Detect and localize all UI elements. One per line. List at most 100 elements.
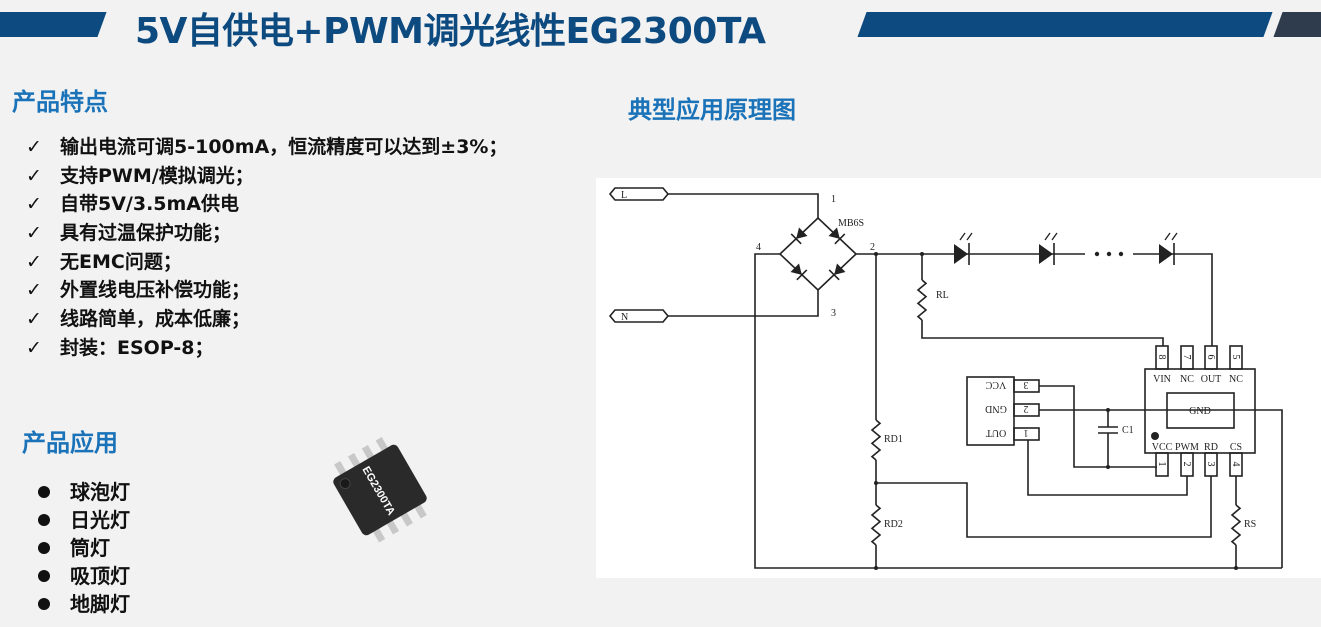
resistor-rd2 [870, 504, 882, 546]
features-heading: 产品特点 [12, 88, 108, 116]
connector-pin-label: OUT [986, 427, 1007, 438]
led-2 [1039, 244, 1053, 264]
application-item: 地脚灯 [38, 590, 130, 618]
led-3-light [1164, 232, 1178, 241]
diode-bar [834, 233, 846, 245]
ellipsis-dot [1106, 251, 1112, 257]
label-rd1: RD1 [884, 434, 903, 445]
application-item: 球泡灯 [38, 478, 130, 506]
check-icon: ✓ [26, 193, 42, 216]
ellipsis-dot [1118, 251, 1124, 257]
ic-pin-number: 7 [1181, 355, 1192, 360]
bullet-icon [38, 597, 50, 610]
application-text: 吸顶灯 [70, 564, 130, 588]
ic-bottom-pin [1155, 452, 1169, 477]
check-icon: ✓ [26, 336, 42, 359]
led-2-light [1044, 232, 1058, 241]
wire-rd [876, 476, 1212, 538]
ic-top-pin-label: NC [1180, 374, 1194, 385]
feature-text: 封装：ESOP-8； [60, 336, 214, 359]
ic-bottom-pin-label: VCC [1152, 442, 1173, 453]
connector-pin-label: GND [985, 403, 1007, 414]
bridge-diode [828, 263, 846, 281]
application-item: 筒灯 [38, 534, 130, 562]
ic-pin-number: 4 [1230, 462, 1241, 467]
application-text: 日光灯 [70, 508, 130, 532]
bullet-icon [38, 513, 50, 526]
resistor-rl [916, 279, 928, 321]
feature-item: ✓ 输出电流可调5-100mA，恒流精度可以达到±3%； [26, 133, 507, 162]
connector-pin [1013, 427, 1040, 441]
label-rd2: RD2 [884, 519, 903, 530]
check-icon: ✓ [26, 250, 42, 273]
label-rs: RS [1244, 519, 1256, 530]
led-3 [1159, 244, 1173, 264]
wire-rl [921, 320, 1164, 346]
check-icon: ✓ [26, 279, 42, 302]
feature-text: 具有过温保护功能； [60, 222, 232, 245]
junction-dot [1106, 408, 1110, 412]
chip-image: EG2300TA [333, 437, 427, 543]
wire-vcc [1039, 385, 1157, 468]
bullet-icon [38, 569, 50, 582]
ic-bottom-pin-label: CS [1230, 442, 1242, 453]
ic-bottom-pin-label: RD [1204, 442, 1218, 453]
page-title: 5V自供电+PWM调光线性EG2300TA [135, 11, 766, 52]
ic-top-pin [1180, 345, 1194, 370]
junction-dot [874, 566, 878, 570]
junction-dot [1234, 566, 1238, 570]
wire-n [668, 290, 819, 317]
ic-gnd-label: GND [1189, 406, 1211, 417]
led-1-light [959, 232, 973, 241]
label-rl: RL [936, 290, 949, 301]
ic-pin-number: 6 [1205, 355, 1216, 360]
junction-dot [1106, 465, 1110, 469]
ic-bottom-pin [1204, 452, 1218, 477]
application-text: 地脚灯 [70, 592, 130, 616]
diode-bar [790, 233, 802, 245]
feature-item: ✓ 自带5V/3.5mA供电 [26, 190, 507, 219]
label-bridge: MB6S [838, 218, 864, 229]
pin-1: 1 [831, 194, 836, 205]
ic-top-pin-label: NC [1229, 374, 1243, 385]
feature-item: ✓ 封装：ESOP-8； [26, 334, 507, 363]
ic-pin-number: 1 [1156, 462, 1167, 467]
check-icon: ✓ [26, 308, 42, 331]
bridge-diode [790, 227, 808, 245]
feature-text: 自带5V/3.5mA供电 [60, 193, 240, 216]
applications-heading: 产品应用 [22, 429, 118, 457]
feature-text: 无EMC问题； [60, 250, 182, 273]
bridge-rectifier [778, 216, 858, 292]
wire-pwm [1027, 440, 1188, 496]
diode-bar [796, 269, 808, 281]
ic-top-pin-label: OUT [1201, 374, 1222, 385]
ic-pin-number: 2 [1181, 462, 1192, 467]
ic-body [1144, 368, 1256, 454]
wire-neg-rail [754, 253, 1282, 569]
header-stripe-end [1273, 12, 1321, 37]
check-icon: ✓ [26, 222, 42, 245]
header-stripe-right [857, 12, 1273, 37]
bullet-icon [38, 541, 50, 554]
feature-item: ✓ 无EMC问题； [26, 248, 507, 277]
feature-text: 输出电流可调5-100mA，恒流精度可以达到±3%； [60, 136, 508, 158]
wire-l [668, 193, 819, 218]
diode-body [790, 263, 802, 275]
pin-4: 4 [756, 242, 761, 253]
label-n: N [621, 312, 628, 323]
feature-item: ✓ 具有过温保护功能； [26, 219, 507, 248]
ic-pin-number: 3 [1205, 462, 1216, 467]
feature-item: ✓外置线电压补偿功能； [26, 276, 507, 305]
feature-item: ✓线路简单，成本低廉； [26, 305, 507, 334]
application-item: 吸顶灯 [38, 562, 130, 590]
ic-pin-number: 8 [1156, 355, 1167, 360]
diode-bar [828, 269, 840, 281]
diode-body [828, 227, 840, 239]
check-icon: ✓ [26, 136, 42, 158]
schematic-heading: 典型应用原理图 [628, 96, 796, 124]
applications-list: 球泡灯日光灯筒灯吸顶灯地脚灯 [38, 478, 130, 618]
ic-pin-number: 5 [1230, 355, 1241, 360]
label-l: L [621, 190, 627, 201]
ic-pin1-marker [1151, 432, 1159, 440]
wire-gnd [1039, 409, 1283, 568]
